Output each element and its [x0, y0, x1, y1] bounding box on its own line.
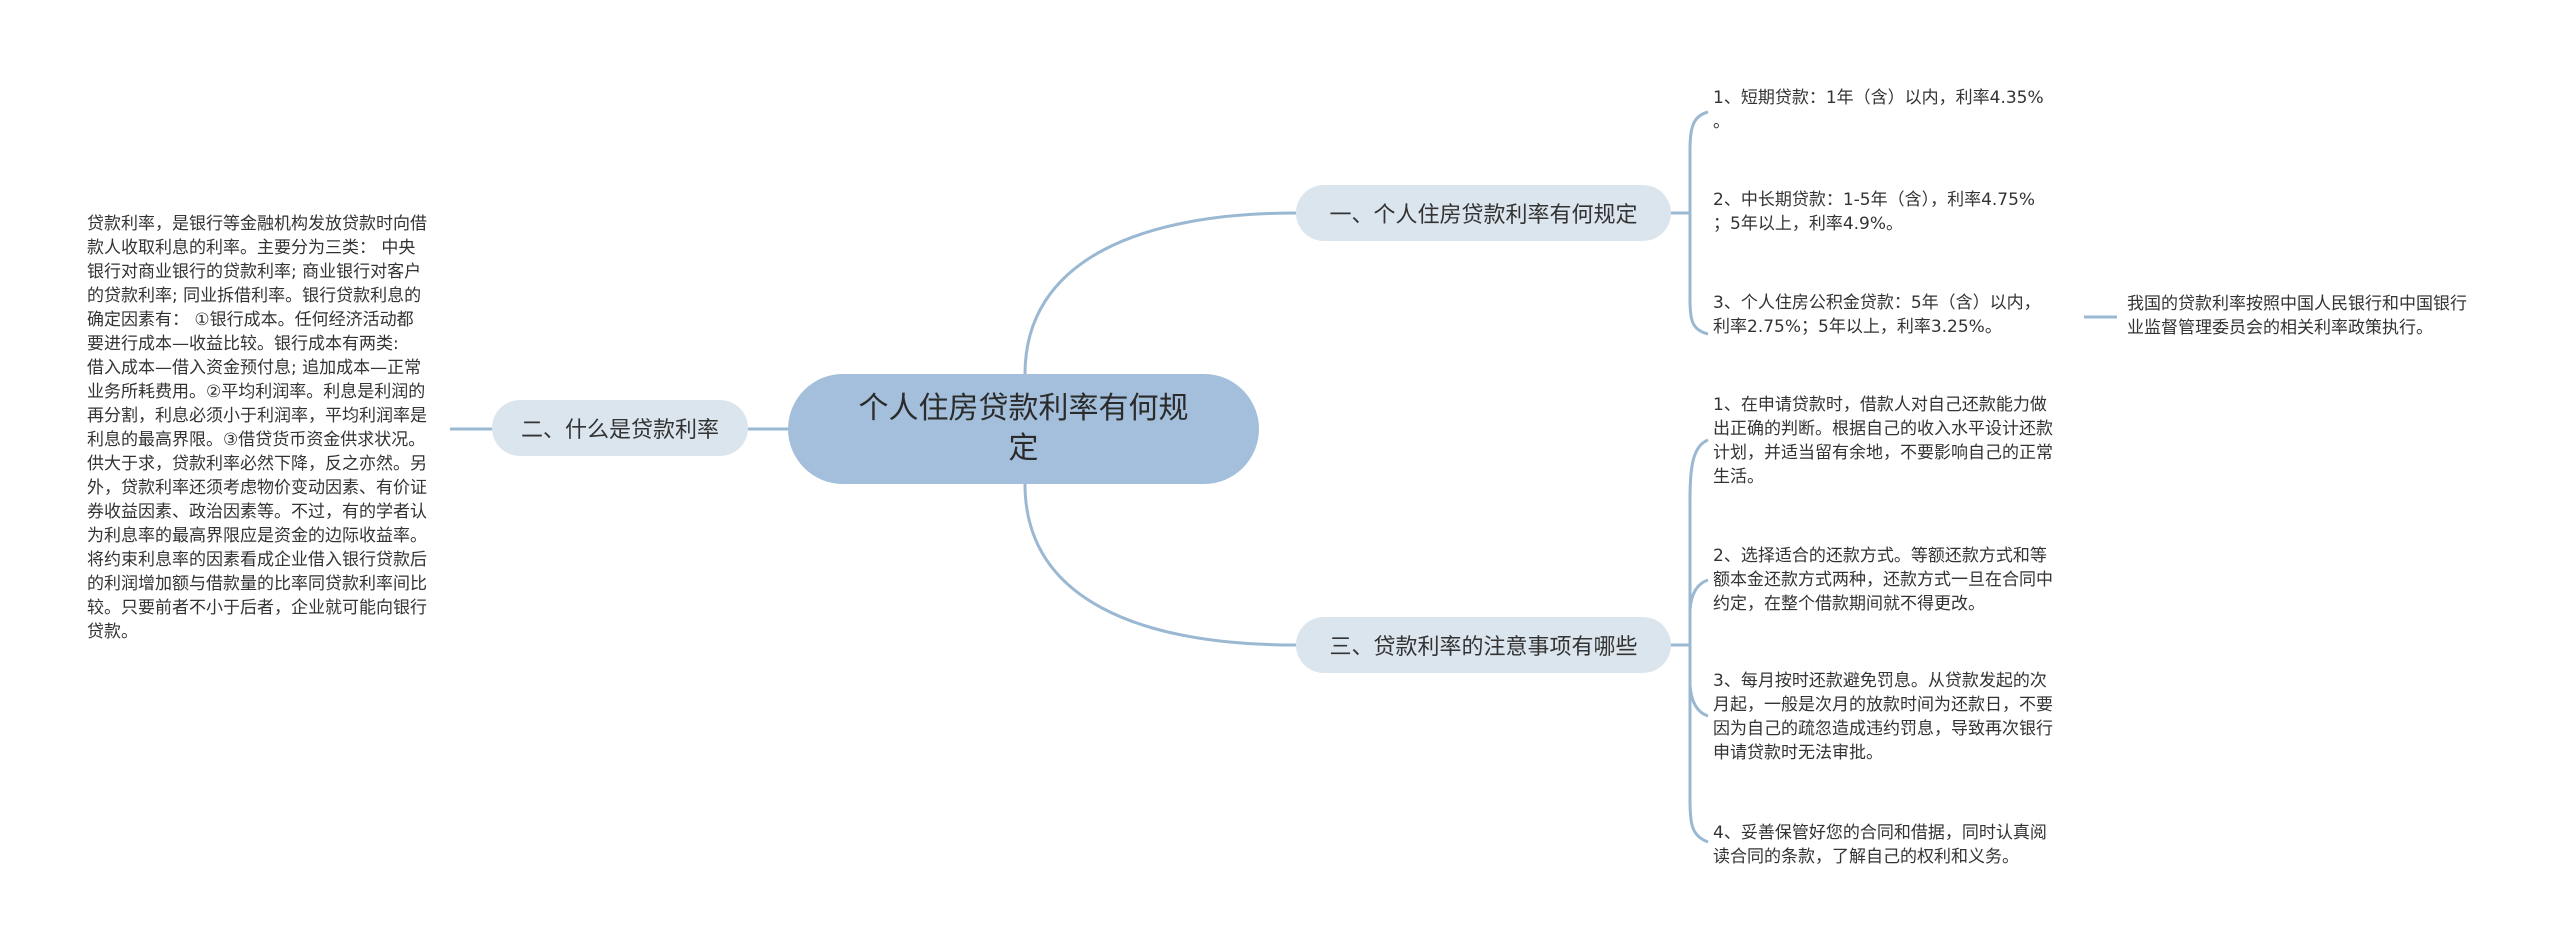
leaf-precaution-2: 2、选择适合的还款方式。等额还款方式和等 额本金还款方式两种，还款方式一旦在合同… [1713, 546, 2053, 614]
branch-label: 二、什么是贷款利率 [520, 418, 719, 443]
leaf-precaution-1: 1、在申请贷款时，借款人对自己还款能力做 出正确的判断。根据自己的收入水平设计还… [1713, 395, 2053, 487]
branch-node-rate-rules[interactable]: 一、个人住房贷款利率有何规定 [1296, 185, 1671, 241]
leaf-precaution-3: 3、每月按时还款避免罚息。从贷款发起的次 月起，一般是次月的放款时间为还款日，不… [1713, 671, 2053, 763]
leaf-policy-note: 我国的贷款利率按照中国人民银行和中国银行 业监督管理委员会的相关利率政策执行。 [2127, 294, 2467, 338]
link-root-branch1 [1023, 211, 1297, 375]
branch-node-what-is-rate[interactable]: 二、什么是贷款利率 [492, 400, 748, 456]
leaf-mid-long-term-loan: 2、中长期贷款：1-5年（含），利率4.75% ；5年以上，利率4.9%。 [1713, 190, 2036, 234]
bracket-tick-item2 [1688, 578, 1709, 611]
link-root-branch3 [1023, 483, 1297, 647]
root-label: 个人住房贷款利率有何规定 [858, 391, 1189, 466]
leaf-precaution-4: 4、妥善保管好您的合同和借据，同时认真阅 读合同的条款，了解自己的权利和义务。 [1713, 823, 2047, 867]
bracket-tick-item3 [1688, 684, 1709, 718]
root-node[interactable]: 个人住房贷款利率有何规定 [788, 374, 1259, 484]
bracket-branch3 [1688, 438, 1709, 844]
leaf-what-is-rate-text: 贷款利率，是银行等金融机构发放贷款时向借 款人收取利息的利率。主要分为三类： 中… [87, 214, 427, 642]
leaf-short-term-loan: 1、短期贷款：1年（含）以内，利率4.35% 。 [1713, 88, 2044, 132]
branch-label: 一、个人住房贷款利率有何规定 [1329, 203, 1638, 228]
bracket-branch1 [1688, 110, 1709, 336]
leaf-provident-fund-loan: 3、个人住房公积金贷款：5年（含）以内， 利率2.75%；5年以上，利率3.25… [1713, 293, 2041, 337]
branch-node-precautions[interactable]: 三、贷款利率的注意事项有哪些 [1296, 617, 1671, 673]
branch-label: 三、贷款利率的注意事项有哪些 [1329, 635, 1638, 660]
